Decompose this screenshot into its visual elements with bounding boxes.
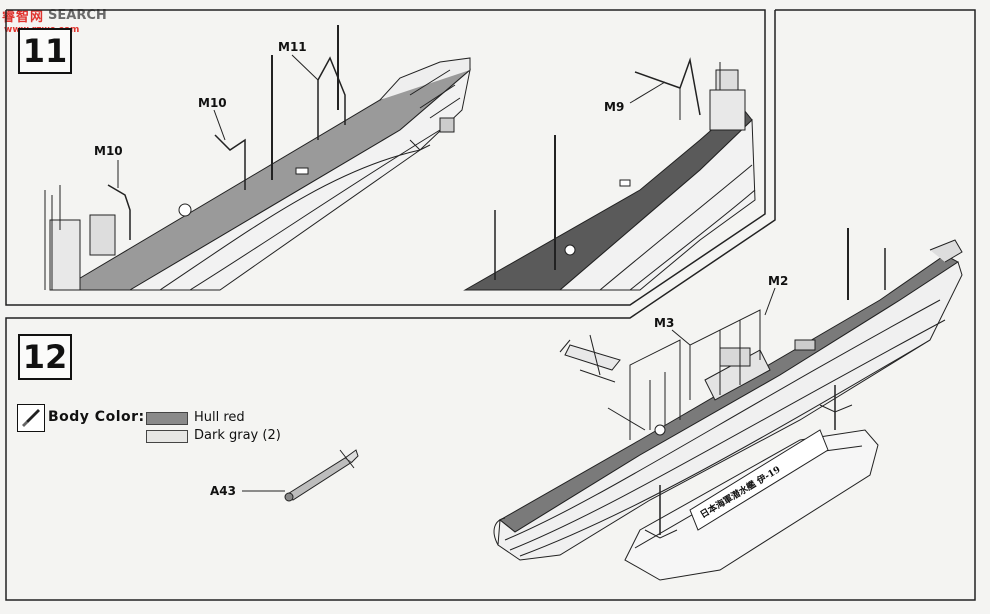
part-m10-b bbox=[107, 184, 131, 240]
legend-item-dark-gray: Dark gray (2) bbox=[194, 428, 281, 443]
watermark-search: SEARCH bbox=[48, 7, 107, 23]
label-m9: M9 bbox=[604, 100, 625, 114]
step11-sub-left bbox=[44, 25, 471, 291]
swatch-dark-gray bbox=[146, 430, 188, 443]
step12-submarine bbox=[493, 228, 963, 581]
label-a43: A43 bbox=[210, 484, 236, 498]
part-m10-a bbox=[214, 134, 246, 190]
step11-left-hull bbox=[128, 68, 471, 291]
swatch-hull-red bbox=[146, 412, 188, 425]
step11-right-hull bbox=[558, 118, 756, 291]
step-12-number: 12 bbox=[18, 334, 72, 380]
legend-item-hull-red: Hull red bbox=[194, 410, 245, 425]
paint-brush-icon bbox=[17, 404, 45, 432]
part-m9 bbox=[634, 57, 701, 116]
label-m11: M11 bbox=[278, 40, 307, 54]
label-m3: M3 bbox=[654, 316, 675, 330]
step-11-number: 11 bbox=[18, 28, 72, 74]
step12-leaders bbox=[242, 287, 776, 492]
part-m11 bbox=[317, 56, 346, 140]
step11-frame bbox=[5, 9, 766, 306]
part-a43 bbox=[284, 449, 359, 502]
watermark: 睿智网 SEARCH bbox=[2, 4, 107, 26]
step11-leaders-left bbox=[117, 54, 319, 188]
watermark-logo: 睿智网 bbox=[2, 9, 45, 25]
step11-sub-right bbox=[463, 57, 756, 291]
name-placard bbox=[689, 429, 829, 531]
floatplane bbox=[559, 334, 621, 383]
label-m2: M2 bbox=[768, 274, 789, 288]
legend-title: Body Color: bbox=[48, 409, 145, 425]
outer-frame-right bbox=[5, 9, 976, 601]
label-m10-b: M10 bbox=[94, 144, 123, 158]
label-m10-a: M10 bbox=[198, 96, 227, 110]
display-stand bbox=[624, 429, 879, 581]
